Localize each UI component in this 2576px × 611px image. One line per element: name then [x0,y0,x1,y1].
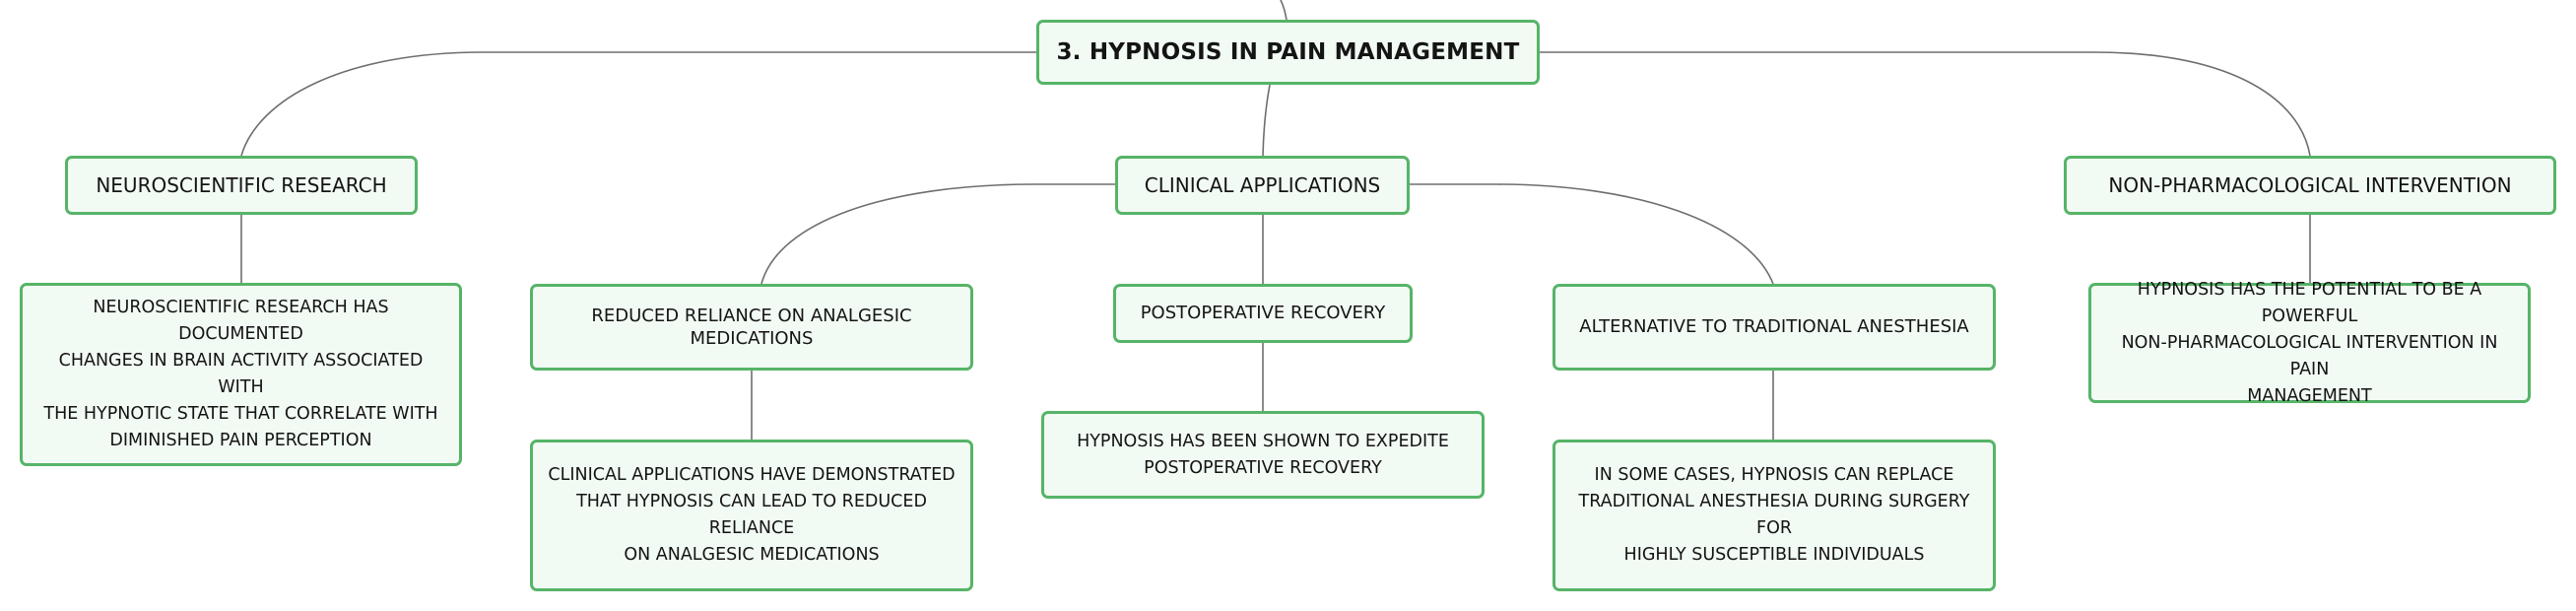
connector-clinical-reduced [760,183,1115,285]
node-label: ALTERNATIVE TO TRADITIONAL ANESTHESIA [1579,316,1969,338]
node-postoperative-recovery[interactable]: POSTOPERATIVE RECOVERY [1113,284,1413,343]
connector-parent-root [1280,0,1288,21]
branch-label: CLINICAL APPLICATIONS [1144,173,1381,197]
detail-text: NEUROSCIENTIFIC RESEARCH HAS DOCUMENTED … [43,298,438,450]
node-label: REDUCED RELIANCE ON ANALGESIC MEDICATION… [591,305,912,349]
detail-reduced-reliance[interactable]: CLINICAL APPLICATIONS HAVE DEMONSTRATED … [530,440,973,591]
connector-root-nonpharm [1540,51,2311,157]
node-alternative-anesthesia[interactable]: ALTERNATIVE TO TRADITIONAL ANESTHESIA [1552,284,1996,371]
detail-text: IN SOME CASES, HYPNOSIS CAN REPLACE TRAD… [1578,465,1970,565]
branch-neuroscientific-research[interactable]: NEUROSCIENTIFIC RESEARCH [65,156,418,215]
detail-alternative-anesthesia[interactable]: IN SOME CASES, HYPNOSIS CAN REPLACE TRAD… [1552,440,1996,591]
detail-neuroscientific-research[interactable]: NEUROSCIENTIFIC RESEARCH HAS DOCUMENTED … [20,283,462,466]
connector-root-clinical [1262,84,1271,157]
connector-clinical-alternative [1410,183,1774,285]
detail-text: HYPNOSIS HAS THE POTENTIAL TO BE A POWER… [2121,279,2498,406]
detail-postoperative-recovery[interactable]: HYPNOSIS HAS BEEN SHOWN TO EXPEDITE POST… [1041,411,1485,499]
detail-text: CLINICAL APPLICATIONS HAVE DEMONSTRATED … [548,465,956,565]
root-label: 3. HYPNOSIS IN PAIN MANAGEMENT [1056,39,1520,65]
connector-root-neuro [240,51,1036,157]
branch-label: NEUROSCIENTIFIC RESEARCH [96,173,387,197]
root-node[interactable]: 3. HYPNOSIS IN PAIN MANAGEMENT [1036,20,1540,85]
branch-non-pharmacological-intervention[interactable]: NON-PHARMACOLOGICAL INTERVENTION [2064,156,2556,215]
branch-label: NON-PHARMACOLOGICAL INTERVENTION [2108,173,2512,197]
detail-text: HYPNOSIS HAS BEEN SHOWN TO EXPEDITE POST… [1077,431,1449,478]
branch-clinical-applications[interactable]: CLINICAL APPLICATIONS [1115,156,1410,215]
detail-non-pharmacological-intervention[interactable]: HYPNOSIS HAS THE POTENTIAL TO BE A POWER… [2088,280,2531,406]
node-label: POSTOPERATIVE RECOVERY [1140,303,1386,324]
node-reduced-reliance[interactable]: REDUCED RELIANCE ON ANALGESIC MEDICATION… [530,284,973,371]
